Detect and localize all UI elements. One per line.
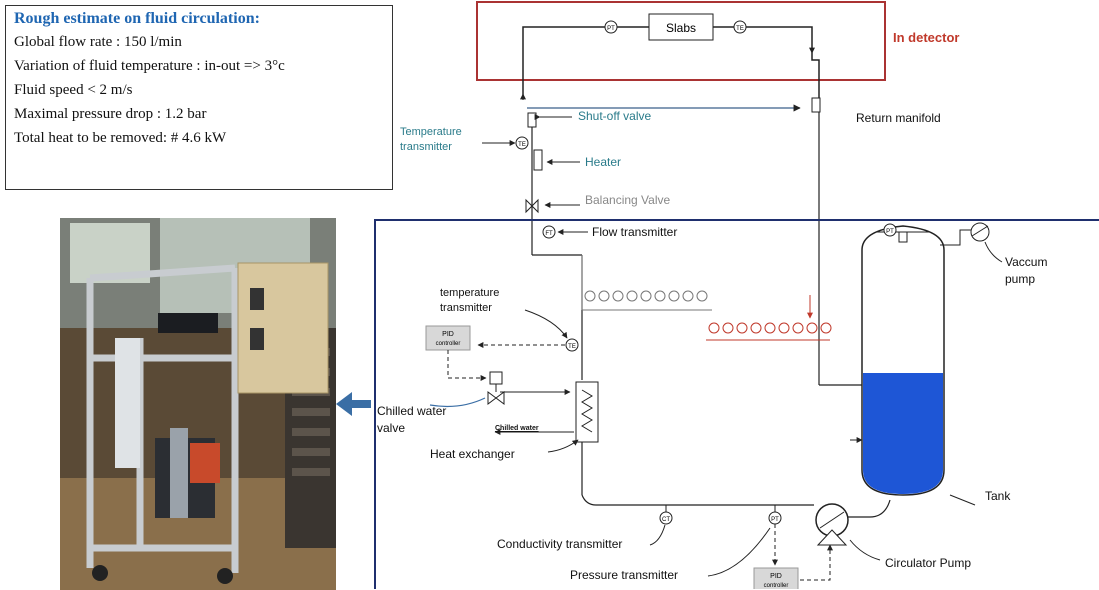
supply-te-icon: TE (515, 136, 529, 150)
svg-text:TE: TE (518, 142, 526, 148)
svg-text:FT: FT (545, 231, 553, 237)
estimate-fluid-speed: Fluid speed < 2 m/s (14, 82, 133, 98)
detector-box (476, 1, 886, 81)
temperature-transmitter-2-label-1: temperature (440, 287, 499, 299)
pid-controller-bottom-label-2: controller (764, 583, 789, 589)
estimate-pressure-drop: Maximal pressure drop : 1.2 bar (14, 106, 207, 122)
vaccum-pump-label-2: pump (1005, 272, 1035, 286)
return-shutoff-valve-icon (811, 97, 821, 113)
in-detector-label: In detector (893, 30, 959, 45)
circulator-pump-icon (815, 503, 849, 546)
heater-label: Heater (585, 155, 621, 169)
tank-pt-icon: PT (883, 223, 897, 237)
pid-controller-bottom (753, 567, 799, 589)
pressure-transmitter-label: Pressure transmitter (570, 568, 678, 582)
supply-shutoff-valve-icon (527, 112, 537, 128)
svg-text:TE: TE (568, 344, 576, 350)
svg-text:CT: CT (662, 517, 670, 523)
shutoff-valve-label: Shut-off valve (578, 109, 651, 123)
balancing-valve-icon (525, 198, 539, 214)
chilled-water-valve-label-2: valve (377, 421, 405, 435)
conductivity-transmitter-label: Conductivity transmitter (497, 537, 622, 551)
flow-transmitter-label: Flow transmitter (592, 225, 677, 239)
svg-text:PT: PT (771, 517, 779, 523)
estimate-title: Rough estimate on fluid circulation: (14, 10, 260, 27)
temperature-transmitter-label-2: transmitter (400, 141, 452, 153)
svg-text:PT: PT (607, 26, 615, 32)
tank-label: Tank (985, 489, 1011, 503)
estimate-box: Rough estimate on fluid circulation: Glo… (5, 5, 393, 190)
temperature-transmitter-2-label-2: transmitter (440, 302, 492, 314)
detector-te-icon: TE (733, 20, 747, 34)
balancing-valve-label: Balancing Valve (585, 193, 670, 207)
temperature-transmitter-label-1: Temperature (400, 126, 462, 138)
heat-exchanger-icon (575, 381, 599, 443)
pid-controller-top-label-1: PID (442, 331, 454, 338)
heat-exchanger-label: Heat exchanger (430, 447, 515, 461)
circulator-pump-label: Circulator Pump (885, 556, 971, 570)
chilled-water-valve-icon (489, 371, 503, 385)
detector-pt-icon: PT (604, 20, 618, 34)
flow-transmitter-icon: FT (542, 225, 556, 239)
pid-controller-top-label-2: controller (436, 341, 461, 347)
chilled-water-label: Chilled water (495, 425, 539, 432)
svg-text:PT: PT (886, 229, 894, 235)
heat-exchanger-te-icon: TE (565, 338, 579, 352)
conductivity-transmitter-icon: CT (659, 511, 673, 525)
pressure-transmitter-icon: PT (768, 511, 782, 525)
estimate-temperature: Variation of fluid temperature : in-out … (14, 58, 285, 74)
estimate-heat: Total heat to be removed: # 4.6 kW (14, 130, 227, 146)
tank-icon (861, 225, 945, 496)
supply-manifold (581, 255, 712, 311)
vaccum-pump-label-1: Vaccum (1005, 255, 1047, 269)
slabs-box (648, 13, 714, 41)
svg-text:TE: TE (736, 26, 744, 32)
system-box (374, 219, 1099, 589)
heater-icon (533, 149, 543, 171)
estimate-flow-rate: Global flow rate : 150 l/min (14, 34, 182, 50)
photo-pointer-arrow (336, 392, 371, 416)
return-manifold-label: Return manifold (856, 111, 941, 125)
return-manifold (706, 322, 832, 341)
pid-controller-bottom-label-1: PID (770, 573, 782, 580)
photo-illustration (60, 218, 336, 590)
vaccum-pump-icon (970, 222, 990, 242)
slabs-label: Slabs (666, 21, 696, 35)
chilled-water-valve-label-1: Chilled water (377, 404, 446, 418)
cooling-system-photo (60, 218, 336, 590)
